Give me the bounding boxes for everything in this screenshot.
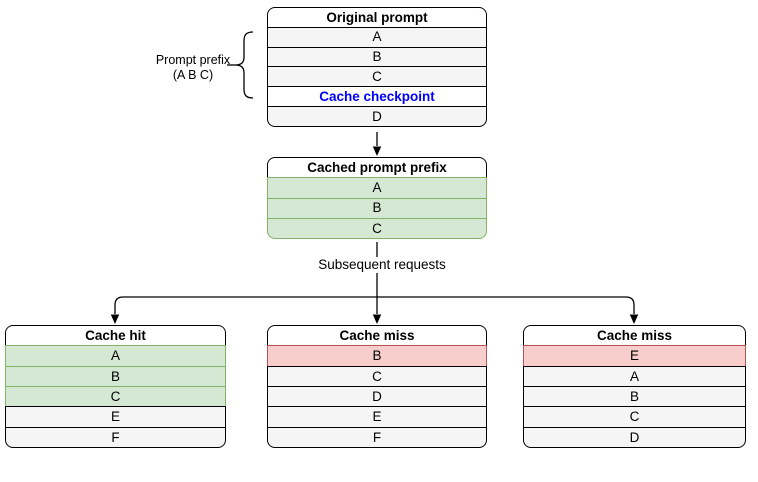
cached-prompt-prefix-table: Cached prompt prefix A B C xyxy=(267,157,487,239)
prompt-prefix-label-line1: Prompt prefix xyxy=(155,53,231,67)
prompt-prefix-label: Prompt prefix (A B C) xyxy=(148,53,238,82)
arrowhead-down-icon xyxy=(372,146,382,156)
prompt-prefix-label-line2: (A B C) xyxy=(172,67,214,82)
prompt-prefix-brace xyxy=(227,31,254,99)
cache-miss-right-title: Cache miss xyxy=(523,325,746,347)
branch-connector xyxy=(110,242,639,324)
cached-prefix-row-c: C xyxy=(267,217,487,239)
cache-miss-right-row-d: D xyxy=(523,426,746,448)
original-prompt-row-d: D xyxy=(267,105,487,127)
arrowhead-down-icon xyxy=(372,314,382,324)
cached-prompt-prefix-title: Cached prompt prefix xyxy=(267,157,487,179)
cache-hit-table: Cache hit A B C E F xyxy=(5,325,226,448)
arrowhead-down-icon xyxy=(629,314,639,324)
cache-checkpoint-row: Cache checkpoint xyxy=(267,86,487,107)
cache-miss-right-table: Cache miss E A B C D xyxy=(523,325,746,448)
cache-miss-center-row-f: F xyxy=(267,426,487,448)
cache-miss-center-table: Cache miss B C D E F xyxy=(267,325,487,448)
cache-hit-row-f: F xyxy=(5,426,226,448)
arrow-original-to-cached xyxy=(372,132,382,156)
original-prompt-table: Original prompt A B C Cache checkpoint D xyxy=(267,7,487,127)
arrowhead-down-icon xyxy=(110,314,120,324)
subsequent-requests-label: Subsequent requests xyxy=(300,257,464,273)
